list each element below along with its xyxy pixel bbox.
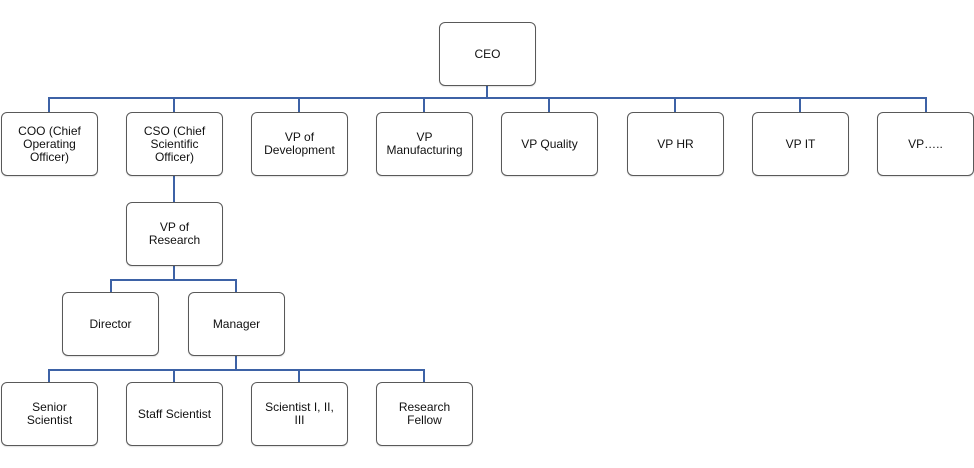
vp-quality-label: VP Quality	[521, 136, 578, 151]
coo-label: COO (Chief Operating Officer)	[18, 123, 81, 164]
vp-it-label: VP IT	[785, 136, 816, 151]
vp-development-label: VP of Development	[264, 130, 335, 157]
staff-scientist-label: Staff Scientist	[137, 406, 212, 421]
cso-node: CSO (Chief Scientific Officer)	[126, 112, 223, 176]
manager-label: Manager	[212, 316, 261, 331]
vp-more-label: VP…..	[908, 136, 943, 151]
manager-node: Manager	[188, 292, 285, 356]
vp-more-node: VP…..	[877, 112, 974, 176]
senior-scientist-label: Senior Scientist	[26, 400, 73, 427]
vp-research-node: VP of Research	[126, 202, 223, 266]
cso-label: CSO (Chief Scientific Officer)	[143, 123, 206, 164]
vp-manufacturing-node: VP Manufacturing	[376, 112, 473, 176]
scientist-levels-label: Scientist I, II, III	[265, 400, 334, 427]
research-fellow-label: Research Fellow	[398, 400, 451, 427]
ceo-node: CEO	[439, 22, 536, 86]
vp-hr-label: VP HR	[657, 136, 694, 151]
director-label: Director	[89, 316, 132, 331]
vp-development-node: VP of Development	[251, 112, 348, 176]
vp-quality-node: VP Quality	[501, 112, 598, 176]
vp-it-node: VP IT	[752, 112, 849, 176]
ceo-label: CEO	[474, 46, 501, 61]
vp-research-label: VP of Research	[148, 220, 201, 247]
vp-manufacturing-label: VP Manufacturing	[386, 130, 463, 157]
senior-scientist-node: Senior Scientist	[1, 382, 98, 446]
director-node: Director	[62, 292, 159, 356]
staff-scientist-node: Staff Scientist	[126, 382, 223, 446]
research-fellow-node: Research Fellow	[376, 382, 473, 446]
coo-node: COO (Chief Operating Officer)	[1, 112, 98, 176]
vp-hr-node: VP HR	[627, 112, 724, 176]
scientist-levels-node: Scientist I, II, III	[251, 382, 348, 446]
